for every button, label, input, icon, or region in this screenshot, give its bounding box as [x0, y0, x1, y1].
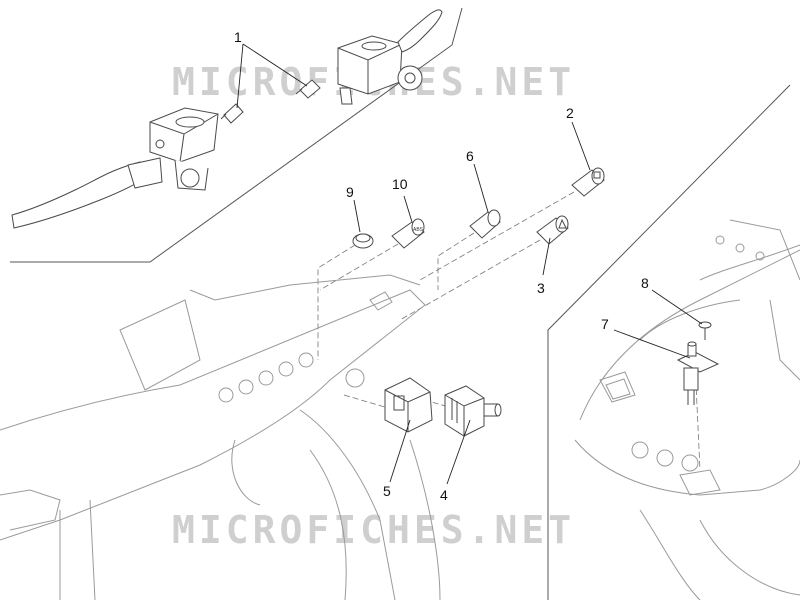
callouts: 1 2 3 4 5 6 7 8 9 10 [234, 29, 649, 503]
callout-2: 2 [566, 105, 574, 121]
svg-text:ABS: ABS [413, 227, 424, 233]
leader-lines [236, 43, 703, 485]
callout-8: 8 [641, 275, 649, 291]
callout-6: 6 [466, 148, 474, 164]
switch-part-3 [536, 215, 569, 245]
switch-housing-part-5 [384, 377, 433, 433]
switch-part-6 [469, 209, 501, 239]
plug-part-9 [352, 233, 374, 249]
screw-part-8 [698, 321, 712, 340]
switch-part-10: ABS [391, 218, 425, 249]
callout-7: 7 [601, 316, 609, 332]
callout-5: 5 [383, 483, 391, 499]
callout-9: 9 [346, 184, 354, 200]
callout-3: 3 [537, 280, 545, 296]
brake-master-cylinder-right [337, 9, 443, 105]
section-dividers [10, 7, 791, 600]
stop-light-switch-a [220, 103, 244, 124]
stop-light-switch-b [295, 79, 321, 99]
callout-10: 10 [392, 176, 408, 192]
callout-4: 4 [440, 487, 448, 503]
seat-switch-part-7 [676, 341, 720, 405]
watermark-bottom: MICROFICHES.NET [172, 508, 575, 552]
rear-panel [574, 219, 800, 600]
dashboard-panel [0, 274, 441, 600]
switch-housing-part-4 [444, 385, 502, 437]
switch-part-2 [571, 167, 605, 197]
brake-master-cylinder-left [11, 107, 219, 229]
callout-1: 1 [234, 29, 242, 45]
